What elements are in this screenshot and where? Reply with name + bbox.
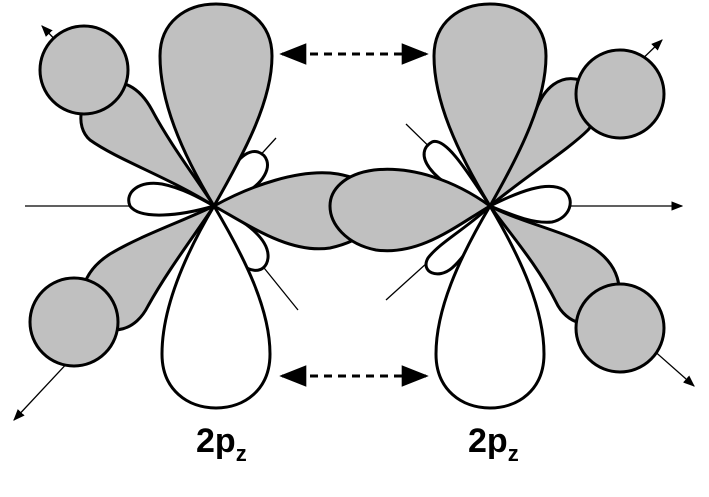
left-pz-upper-lobe [158, 2, 274, 208]
right-pz-lower-lobe [434, 204, 546, 410]
left-s-lobe-lower-left [28, 276, 120, 368]
right-s-lobe-upper-right [574, 48, 666, 140]
left-orbital-label: 2pz [196, 422, 247, 466]
right-bonding-lobe [328, 167, 492, 253]
left-s-lobe-upper-left [38, 24, 130, 116]
pi-interaction-arrows [279, 43, 429, 387]
left-atom [28, 2, 382, 410]
right-pz-upper-lobe [432, 2, 548, 208]
left-pz-lower-lobe [160, 204, 272, 410]
right-atom [328, 2, 666, 410]
right-orbital-label: 2pz [468, 422, 519, 466]
right-s-lobe-lower-right [574, 282, 666, 374]
